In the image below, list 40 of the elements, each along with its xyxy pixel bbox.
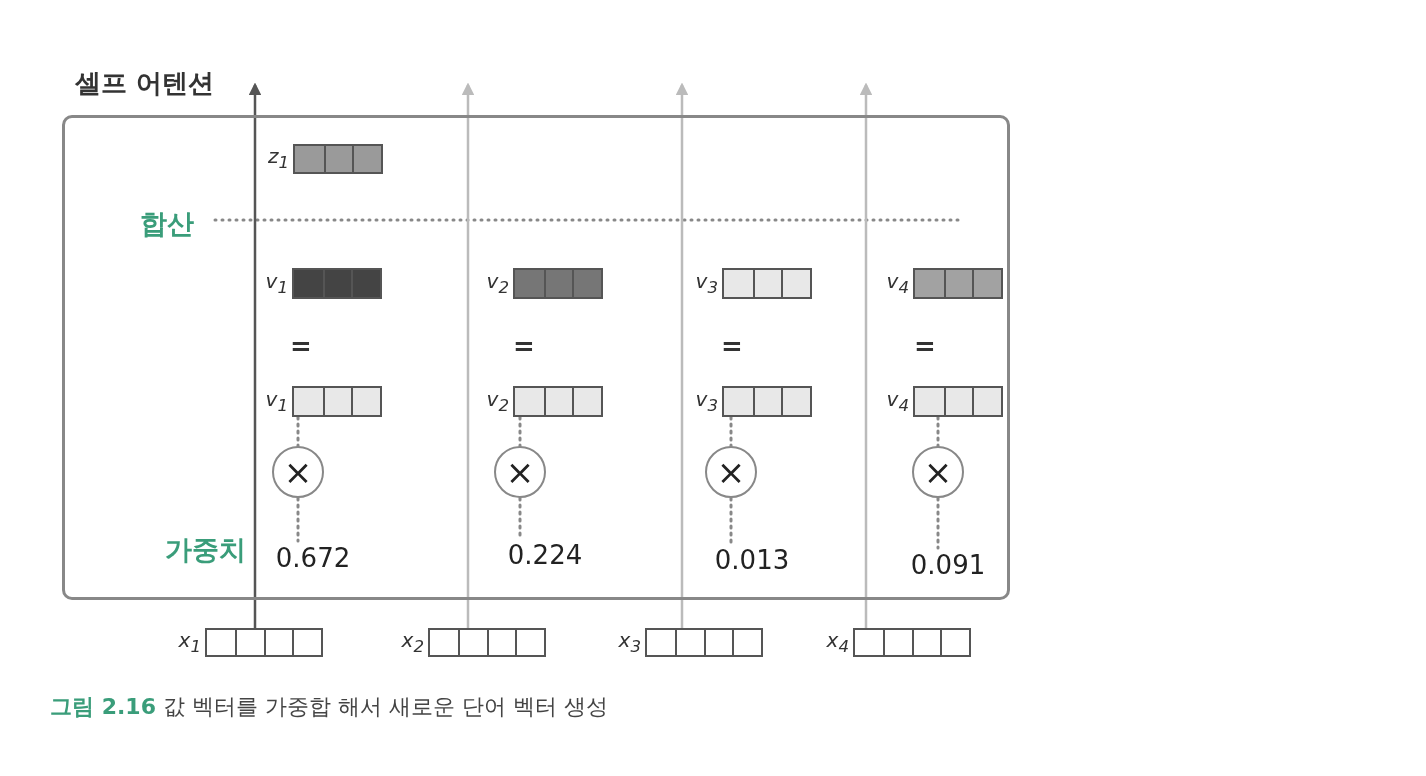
vector-label: x$_{1}$ bbox=[177, 629, 201, 656]
dotted-connector bbox=[296, 415, 300, 448]
vector-label: v$_{3}$ bbox=[694, 270, 718, 297]
equals-sign: = bbox=[290, 333, 312, 359]
vector-label: x$_{2}$ bbox=[400, 629, 424, 656]
equals-sign: = bbox=[721, 333, 743, 359]
dotted-connector bbox=[936, 415, 940, 448]
multiply-circle: × bbox=[494, 446, 546, 498]
vector-label: z$_{1}$ bbox=[266, 146, 289, 172]
arrow bbox=[248, 82, 262, 628]
weight-value: 0.672 bbox=[253, 545, 373, 571]
dotted-connector bbox=[296, 496, 300, 543]
dotted-connector bbox=[518, 415, 522, 448]
vector-label: v$_{1}$ bbox=[264, 270, 288, 297]
vector-label: v$_{4}$ bbox=[885, 388, 909, 415]
stage-label: 가중치 bbox=[165, 536, 246, 563]
weight-value: 0.224 bbox=[485, 542, 605, 568]
arrow bbox=[675, 82, 689, 628]
vector-label: x$_{4}$ bbox=[825, 629, 849, 656]
dotted-connector bbox=[729, 496, 733, 545]
vector-label: v$_{4}$ bbox=[885, 270, 909, 297]
equals-sign: = bbox=[513, 333, 535, 359]
multiply-circle: × bbox=[705, 446, 757, 498]
weight-value: 0.013 bbox=[692, 547, 812, 573]
arrow bbox=[859, 82, 873, 628]
stage-label: 합산 bbox=[140, 210, 194, 237]
dotted-connector bbox=[729, 415, 733, 448]
panel-title: 셀프 어텐션 bbox=[75, 70, 215, 96]
vector-label: v$_{1}$ bbox=[264, 388, 288, 415]
figure-caption: 그림 2.16 값 벡터를 가중합 해서 새로운 단어 벡터 생성 bbox=[50, 693, 608, 721]
multiply-circle: × bbox=[912, 446, 964, 498]
vector-label: v$_{2}$ bbox=[485, 388, 509, 415]
vector-label: v$_{2}$ bbox=[485, 270, 509, 297]
vector-label: x$_{3}$ bbox=[617, 629, 641, 656]
vector-label: v$_{3}$ bbox=[694, 388, 718, 415]
multiply-circle: × bbox=[272, 446, 324, 498]
equals-sign: = bbox=[914, 333, 936, 359]
weight-value: 0.091 bbox=[888, 552, 1008, 578]
arrow bbox=[461, 82, 475, 628]
dotted-connector bbox=[936, 496, 940, 550]
